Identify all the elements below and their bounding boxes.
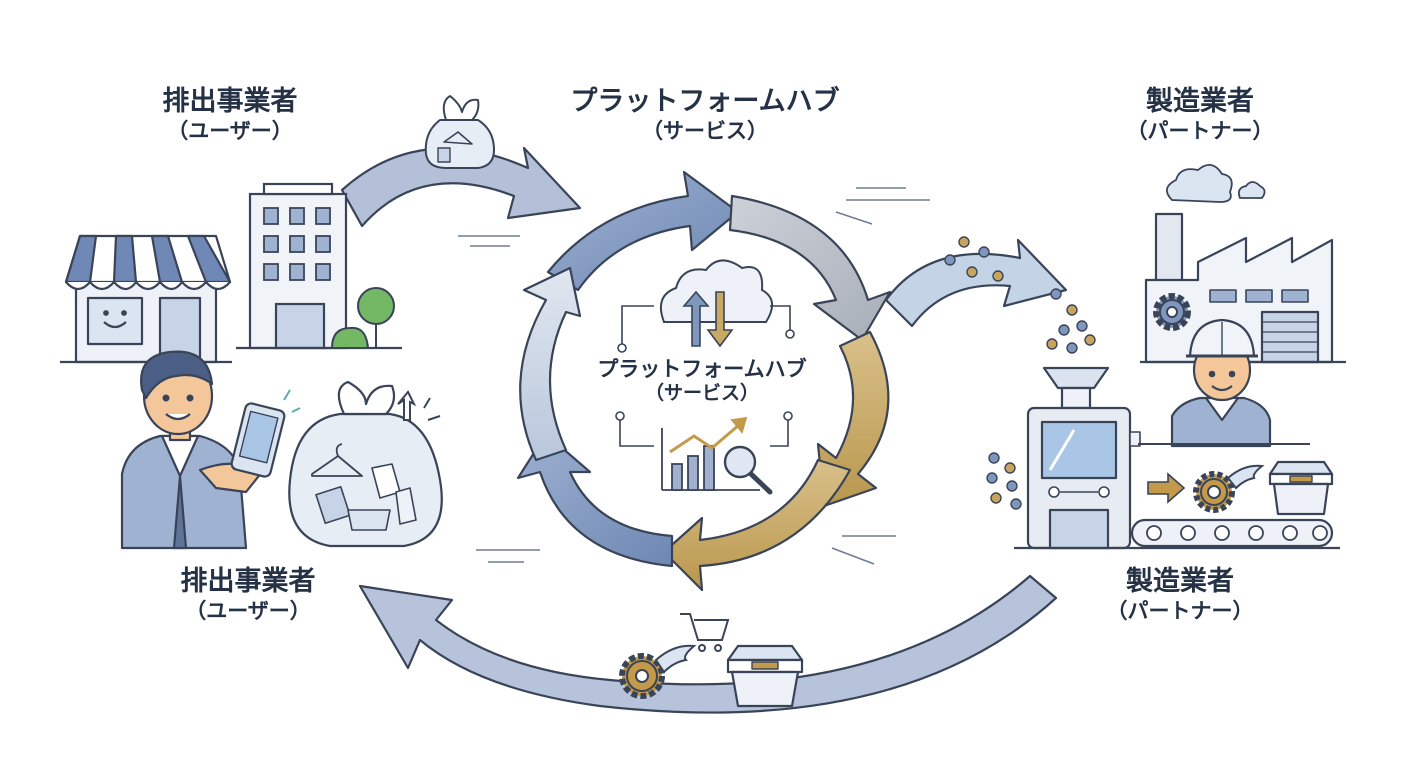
bottom-left-label: 排出事業者 （ユーザー） <box>148 566 348 625</box>
cloud-smoke-icon <box>1166 164 1266 203</box>
bottom-left-label-title: 排出事業者 <box>180 566 316 597</box>
hub-label-title: プラットフォームハブ <box>597 357 807 381</box>
top-center-label: プラットフォームハブ （サービス） <box>520 86 890 145</box>
office-building-icon <box>248 182 348 350</box>
granules-icon <box>944 236 1096 510</box>
ring-arrow-gray-right <box>728 194 892 342</box>
winged-gear-icon <box>1193 464 1265 513</box>
top-right-label-title: 製造業者 <box>1146 86 1254 117</box>
process-arrow-icon <box>1147 472 1186 504</box>
top-left-label: 排出事業者 （ユーザー） <box>130 86 330 145</box>
waste-bag-icon <box>288 380 443 548</box>
winged-gear-bottom-icon <box>619 644 697 699</box>
bottom-right-label-title: 製造業者 <box>1126 566 1234 597</box>
tree-icon <box>330 287 395 349</box>
bottom-left-label-subtitle: （ユーザー） <box>185 598 311 623</box>
bottom-right-label: 製造業者 （パートナー） <box>1070 566 1290 625</box>
plastic-container-bottom-icon <box>726 644 804 708</box>
factory-icon <box>1144 212 1334 364</box>
storefront-icon <box>64 234 232 364</box>
hub-cycle-ring <box>516 170 892 592</box>
top-right-label-subtitle: （パートナー） <box>1126 118 1274 143</box>
hopper-machine-icon <box>1026 366 1141 550</box>
shopping-cart-icon <box>680 613 730 652</box>
factory-gear-icon <box>1153 293 1191 331</box>
top-center-label-subtitle: （サービス） <box>642 118 768 143</box>
ring-accent-dashes <box>458 187 930 565</box>
flow-arrow-hub-to-manufacturer <box>884 238 1068 328</box>
flow-arrow-user-to-hub <box>340 146 582 228</box>
hub-label: プラットフォームハブ （サービス） <box>552 356 852 406</box>
top-left-label-subtitle: （ユーザー） <box>167 118 293 143</box>
growth-chart-icon <box>661 416 760 491</box>
phone-signal-marks <box>283 389 301 413</box>
top-left-label-title: 排出事業者 <box>162 86 298 117</box>
hub-label-subtitle: （サービス） <box>644 382 759 405</box>
flow-arrow-manufacturer-to-user <box>358 574 1058 714</box>
man-with-phone-icon <box>120 350 286 550</box>
recycle-spark-icon <box>397 390 441 421</box>
waste-bag-small-icon <box>424 95 495 169</box>
conveyor-belt-icon <box>1130 518 1334 548</box>
magnifier-icon <box>723 445 773 495</box>
ring-arrow-blue-bottom <box>516 432 674 568</box>
worker-helmet-icon <box>1170 318 1272 448</box>
cloud-sync-icon <box>660 259 773 348</box>
top-right-label: 製造業者 （パートナー） <box>1090 86 1310 145</box>
plastic-container-icon <box>1268 460 1334 516</box>
hub-connector-lines <box>615 305 795 447</box>
ring-arrow-pale-left <box>519 266 582 462</box>
top-center-label-title: プラットフォームハブ <box>570 86 840 117</box>
bottom-right-label-subtitle: （パートナー） <box>1106 598 1254 623</box>
